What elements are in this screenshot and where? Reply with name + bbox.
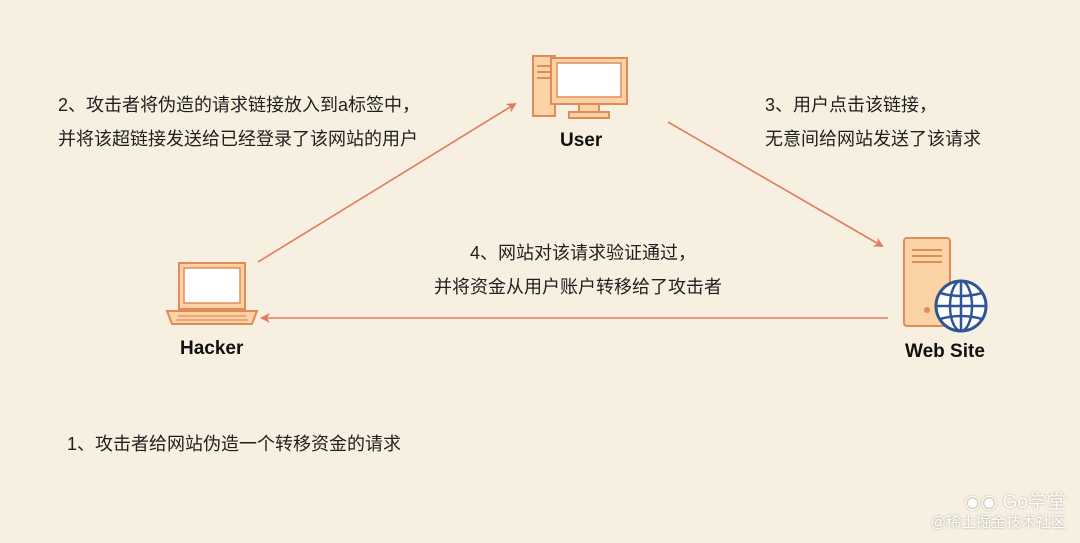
step2-line1: 2、攻击者将伪造的请求链接放入到a标签中，: [58, 95, 421, 115]
wechat-icon: ◉◉: [964, 492, 998, 513]
step2-text: 2、攻击者将伪造的请求链接放入到a标签中， 并将该超链接发送给已经登录了该网站的…: [58, 88, 420, 156]
watermark-brand: ◉◉ Go学堂: [931, 493, 1066, 513]
hacker-label: Hacker: [180, 338, 244, 359]
step3-line2: 无意间给网站发送了该请求: [765, 129, 981, 149]
watermark-credit: @稀土掘金技术社区: [930, 514, 1066, 531]
watermark: ◉◉ Go学堂 @稀土掘金技术社区: [931, 493, 1066, 533]
user-label: User: [560, 130, 603, 151]
step2-line2: 并将该超链接发送给已经登录了该网站的用户: [58, 129, 418, 149]
step3-text: 3、用户点击该链接， 无意间给网站发送了该请求: [765, 88, 981, 156]
step3-line1: 3、用户点击该链接，: [765, 95, 938, 115]
arrow-user-to-website: [667, 121, 884, 248]
website-label: Web Site: [905, 341, 985, 362]
desktop-computer-icon: [532, 55, 628, 119]
step4-line2: 并将资金从用户账户转移给了攻击者: [434, 277, 722, 297]
step1-text: 1、攻击者给网站伪造一个转移资金的请求: [67, 434, 402, 454]
watermark-brand-text: Go学堂: [1002, 492, 1066, 513]
step4-line1: 4、网站对该请求验证通过，: [470, 243, 697, 263]
arrow-hacker-to-user: [257, 102, 517, 263]
laptop-icon: [165, 262, 259, 325]
step4-text: 4、网站对该请求验证通过， 并将资金从用户账户转移给了攻击者: [434, 236, 722, 304]
server-globe-icon: [903, 237, 988, 333]
